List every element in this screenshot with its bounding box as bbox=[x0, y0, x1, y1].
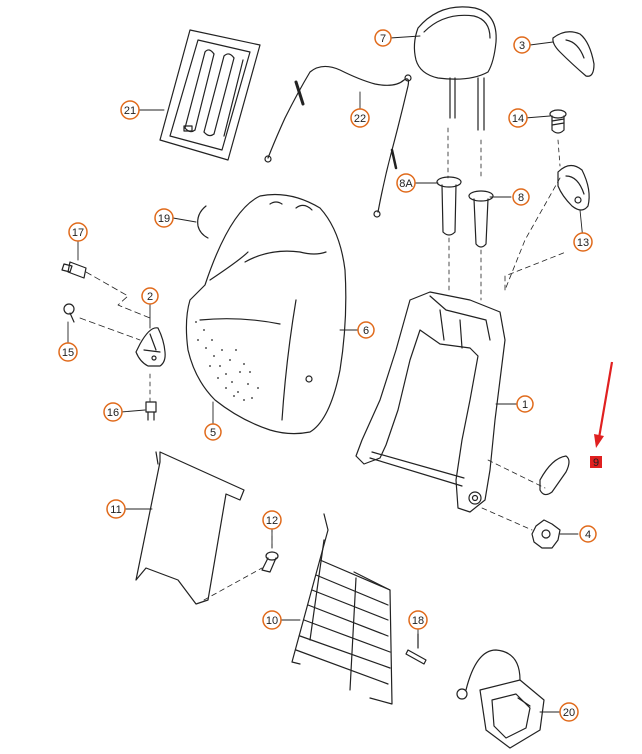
callout-number: 21 bbox=[124, 105, 136, 117]
headrest-part bbox=[413, 6, 497, 181]
callout-circle bbox=[141, 287, 159, 305]
callout-number: 8 bbox=[518, 192, 524, 204]
callout-number: 13 bbox=[577, 237, 589, 249]
callout-12: 12 bbox=[262, 510, 282, 530]
callout-6: 6 bbox=[357, 321, 375, 339]
callout-21: 21 bbox=[120, 100, 140, 120]
callout-number: 12 bbox=[266, 515, 278, 527]
guide-8a-part bbox=[436, 176, 462, 236]
callout-number: 17 bbox=[72, 227, 84, 239]
callout-19: 19 bbox=[154, 208, 174, 228]
callout-circle bbox=[573, 232, 593, 252]
callout-8a: 8A bbox=[396, 173, 416, 193]
callout-number: 6 bbox=[363, 325, 369, 337]
callout-number: 9 bbox=[593, 457, 599, 469]
cover-piece-part bbox=[552, 31, 595, 77]
callout-circle bbox=[357, 321, 375, 339]
callout-number: 7 bbox=[380, 33, 386, 45]
callout-number: 20 bbox=[563, 707, 575, 719]
callout-circle bbox=[154, 208, 174, 228]
screw-15-part bbox=[63, 303, 141, 341]
release-piece-part bbox=[504, 164, 590, 291]
callout-7: 7 bbox=[374, 29, 392, 47]
callout-3: 3 bbox=[513, 36, 531, 54]
backrest-cover-part bbox=[185, 193, 347, 435]
spring-mat-part bbox=[291, 513, 393, 705]
callout-number: 4 bbox=[585, 529, 591, 541]
callout-circle bbox=[508, 108, 528, 128]
callout-number: 11 bbox=[110, 504, 121, 516]
callout-number: 10 bbox=[266, 615, 278, 627]
callout-circle bbox=[559, 702, 579, 722]
callout-4: 4 bbox=[579, 525, 597, 543]
callout-number: 19 bbox=[158, 213, 170, 225]
callout-9: 9 bbox=[590, 456, 602, 469]
callout-circle bbox=[204, 423, 222, 441]
callout-circle bbox=[513, 36, 531, 54]
callout-20: 20 bbox=[559, 702, 579, 722]
lever-part bbox=[539, 455, 570, 496]
callout-8: 8 bbox=[512, 188, 530, 206]
callout-circle bbox=[579, 525, 597, 543]
backrest-perforated-zone bbox=[195, 321, 259, 401]
callout-15: 15 bbox=[58, 342, 78, 362]
guide-8-part bbox=[448, 190, 494, 301]
callout-number: 18 bbox=[412, 615, 424, 627]
callout-10: 10 bbox=[262, 610, 282, 630]
clip-part bbox=[197, 205, 209, 239]
fastener-17-part bbox=[61, 261, 151, 319]
bracket-part bbox=[135, 327, 166, 367]
callout-circle bbox=[350, 108, 370, 128]
callout-circle bbox=[68, 222, 88, 242]
knob-part bbox=[531, 519, 561, 549]
connector-18-part bbox=[405, 633, 427, 665]
callout-circle bbox=[120, 100, 140, 120]
callout-circle bbox=[396, 173, 416, 193]
callout-14: 14 bbox=[508, 108, 528, 128]
callout-number: 15 bbox=[62, 347, 74, 359]
callout-16: 16 bbox=[103, 402, 123, 422]
callout-number: 8A bbox=[399, 178, 413, 190]
cable-part bbox=[264, 65, 412, 218]
callout-circle bbox=[58, 342, 78, 362]
control-module-part bbox=[456, 649, 545, 749]
callout-circle bbox=[106, 499, 126, 519]
callout-number: 2 bbox=[147, 291, 153, 303]
callout-number: 16 bbox=[107, 407, 119, 419]
callout-circle bbox=[408, 610, 428, 630]
callout-number: 22 bbox=[354, 113, 366, 125]
screw-14-part bbox=[549, 109, 567, 167]
callout-2: 2 bbox=[141, 287, 159, 305]
callout-circle bbox=[262, 610, 282, 630]
callout-13: 13 bbox=[573, 232, 593, 252]
callout-22: 22 bbox=[350, 108, 370, 128]
callout-number: 3 bbox=[519, 40, 525, 52]
backrest-frame-part bbox=[355, 251, 567, 531]
callout-1: 1 bbox=[516, 395, 534, 413]
callout-badge-highlight bbox=[590, 456, 602, 468]
callout-17: 17 bbox=[68, 222, 88, 242]
callout-circle bbox=[512, 188, 530, 206]
callout-number: 14 bbox=[512, 113, 524, 125]
callout-number: 1 bbox=[522, 399, 528, 411]
callout-circle bbox=[103, 402, 123, 422]
callout-5: 5 bbox=[204, 423, 222, 441]
callout-circle bbox=[262, 510, 282, 530]
callout-circle bbox=[516, 395, 534, 413]
callout-number: 5 bbox=[210, 427, 216, 439]
support-plate-part bbox=[135, 451, 263, 605]
clip-16-part bbox=[145, 369, 157, 421]
callout-18: 18 bbox=[408, 610, 428, 630]
callout-11: 11 bbox=[106, 499, 126, 519]
highlight-arrow bbox=[594, 361, 614, 448]
heating-mat-part bbox=[159, 29, 261, 161]
callout-circle bbox=[374, 29, 392, 47]
